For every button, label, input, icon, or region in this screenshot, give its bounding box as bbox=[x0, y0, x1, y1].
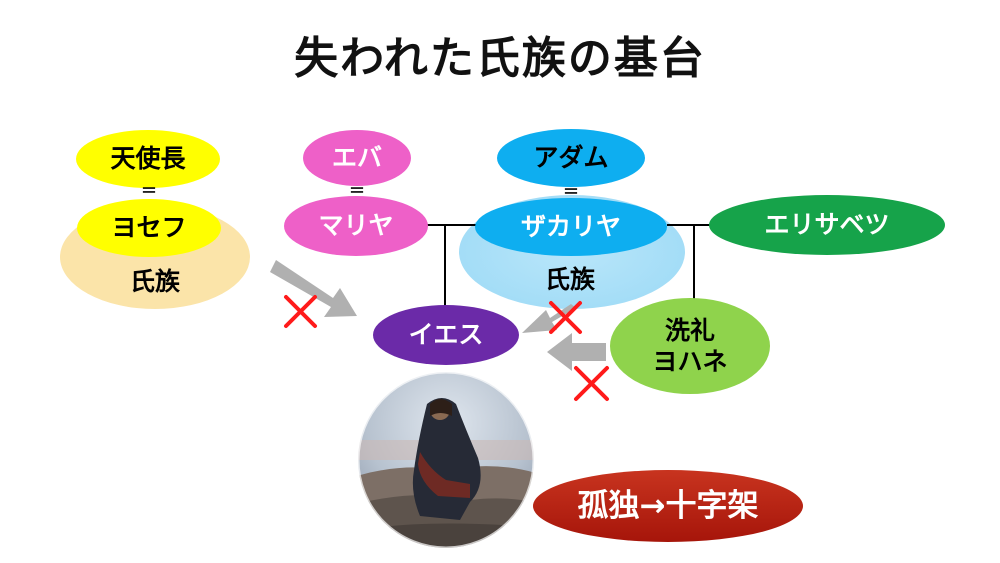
isolation-node bbox=[533, 470, 803, 542]
john-node bbox=[610, 298, 770, 394]
family-connectors bbox=[423, 224, 712, 320]
mary-label: マリヤ bbox=[318, 211, 394, 241]
archangel-node bbox=[76, 130, 220, 188]
equal-sign-adam-zechariah: ＝ bbox=[562, 182, 579, 201]
portrait-image bbox=[358, 372, 534, 548]
isolation-label: 孤独→十字架 bbox=[577, 487, 759, 524]
adam-label: アダム bbox=[533, 143, 609, 173]
john-label: 洗礼 ヨハネ bbox=[612, 310, 768, 382]
elizabeth-node bbox=[709, 195, 945, 255]
equal-sign-archangel-joseph: ＝ bbox=[140, 181, 157, 200]
joseph-node bbox=[77, 199, 221, 257]
page-title: 失われた氏族の基台 bbox=[294, 33, 706, 84]
cross-marks bbox=[284, 295, 609, 401]
mary-node bbox=[284, 196, 428, 256]
adam-node bbox=[497, 129, 645, 187]
john-label-line2: ヨハネ bbox=[652, 347, 728, 376]
equal-sign-eve-mary: ＝ bbox=[348, 181, 365, 200]
zechariah-node bbox=[475, 198, 667, 256]
zechariah-label: ザカリヤ bbox=[520, 212, 621, 242]
archangel-label: 天使長 bbox=[110, 144, 186, 174]
elizabeth-label: エリサベツ bbox=[764, 210, 890, 240]
zechariah-clan-label: 氏族 bbox=[544, 265, 595, 295]
arrow-john-to-jesus bbox=[547, 333, 606, 371]
jesus-node bbox=[373, 305, 519, 365]
eve-node bbox=[303, 130, 411, 186]
eve-label: エバ bbox=[331, 143, 382, 173]
arrow-joseph-to-jesus bbox=[270, 260, 357, 317]
joseph-clan-label: 氏族 bbox=[129, 267, 180, 297]
john-label-line1: 洗礼 bbox=[664, 315, 715, 345]
joseph-label: ヨセフ bbox=[111, 213, 187, 243]
jesus-label: イエス bbox=[408, 320, 484, 350]
arrow-zechariah-to-jesus bbox=[522, 304, 576, 333]
